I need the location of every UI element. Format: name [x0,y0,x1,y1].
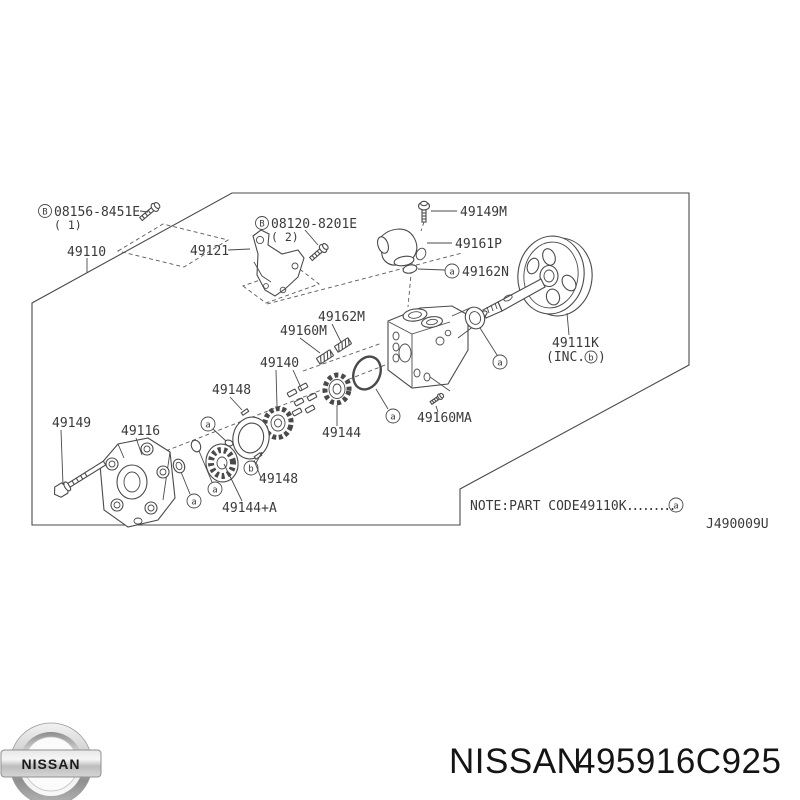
callout-49148-lower: 49148 [259,472,298,487]
callout-49162n: a 49162N [444,263,509,280]
svg-text:( 1): ( 1) [54,218,82,232]
diagram-border [31,192,690,526]
bolt-49149-drawing [53,460,107,498]
note-text: NOTE:PART CODE49110K [470,499,627,514]
svg-text:a: a [191,498,196,508]
callout-08120-8201e: B 08120-8201E ( 2) [255,216,357,244]
bolt-49149m-drawing [417,200,431,223]
reference-code: J490009U [706,517,769,532]
svg-text:49111K: 49111K [552,336,599,351]
screw-49160ma-drawing [429,392,445,406]
svg-text:b: b [588,354,593,364]
callout-49160ma: 49160MA [417,411,472,426]
svg-text:): ) [598,350,606,365]
bolt-08156-drawing [138,201,161,222]
pulley-drawing [478,235,593,319]
leader-lines [60,210,570,502]
pin-49148-upper [240,407,250,417]
callout-49148-upper: 49148 [212,383,251,398]
callout-49162m: 49162M [318,310,365,325]
callout-labels: B 08156-8451E ( 1) 49110 49121 B 08120-8… [38,204,606,516]
svg-text:08120-8201E: 08120-8201E [271,217,357,232]
svg-text:a: a [390,413,395,423]
note-marker: a [673,502,678,512]
brand-name: NISSAN [449,742,582,781]
logo-bar [0,749,102,778]
callout-49161p: 49161P [455,237,502,252]
svg-text:a: a [205,421,210,431]
callout-08156-8451e: B 08156-8451E ( 1) [38,204,140,232]
rotor-drawing [262,406,294,440]
callout-49144a: 49144+A [222,501,277,516]
logo-text: NISSAN [22,756,81,772]
callout-49160m: 49160M [280,324,327,339]
shaft-seal-drawing [464,306,486,330]
callout-49140: 49140 [260,356,299,371]
svg-text:a: a [449,268,454,278]
part-number: 495916C925 [576,742,781,781]
callout-49149: 49149 [52,416,91,431]
marker-a-sideplate: a [200,416,216,432]
inlet-elbow-drawing [377,228,427,267]
marker-a-shaft-seal: a [492,354,508,370]
bearing-drawing [205,443,239,483]
callout-49144: 49144 [322,426,361,441]
svg-text:(INC.: (INC. [546,350,585,365]
svg-text:49162N: 49162N [462,265,509,280]
front-body-drawing [99,437,176,528]
marker-a-oring: a [385,408,401,424]
spring-drawing-49160m [315,349,335,365]
svg-text:08156-8451E: 08156-8451E [54,205,140,220]
spring-drawing-49162m [333,337,353,353]
note-block: NOTE:PART CODE49110K ......... a [470,497,684,514]
callout-49116: 49116 [121,424,160,439]
o-ring-drawing [352,355,382,391]
oring-49162n-drawing [402,264,418,274]
marker-b-prefix: B [42,208,47,218]
svg-text:a: a [497,359,502,369]
callout-49111k: 49111K (INC. b ) [546,336,606,365]
marker-a-bearing: a [207,481,223,497]
product-title: NISSAN 495916C925 [449,742,781,781]
svg-text:a: a [212,486,217,496]
note-dots: ......... [626,499,674,514]
marker-b-snapring: b [243,460,259,476]
cam-ring-drawing [322,372,352,406]
bolt-08120-drawing [308,243,329,262]
bracket-49121-drawing [252,229,305,297]
nissan-logo-badge: NISSAN [0,722,102,800]
svg-text:b: b [248,465,253,475]
side-plate-drawing [232,407,270,461]
marker-a-seal-small: a [186,493,202,509]
svg-text:B: B [259,220,264,230]
vane-set-drawing [286,382,318,417]
svg-text:( 2): ( 2) [271,230,299,244]
callout-49121: 49121 [190,244,229,259]
circled-markers: a b a a a a [186,354,508,509]
callout-49110: 49110 [67,245,106,260]
callout-49149m: 49149M [460,205,507,220]
